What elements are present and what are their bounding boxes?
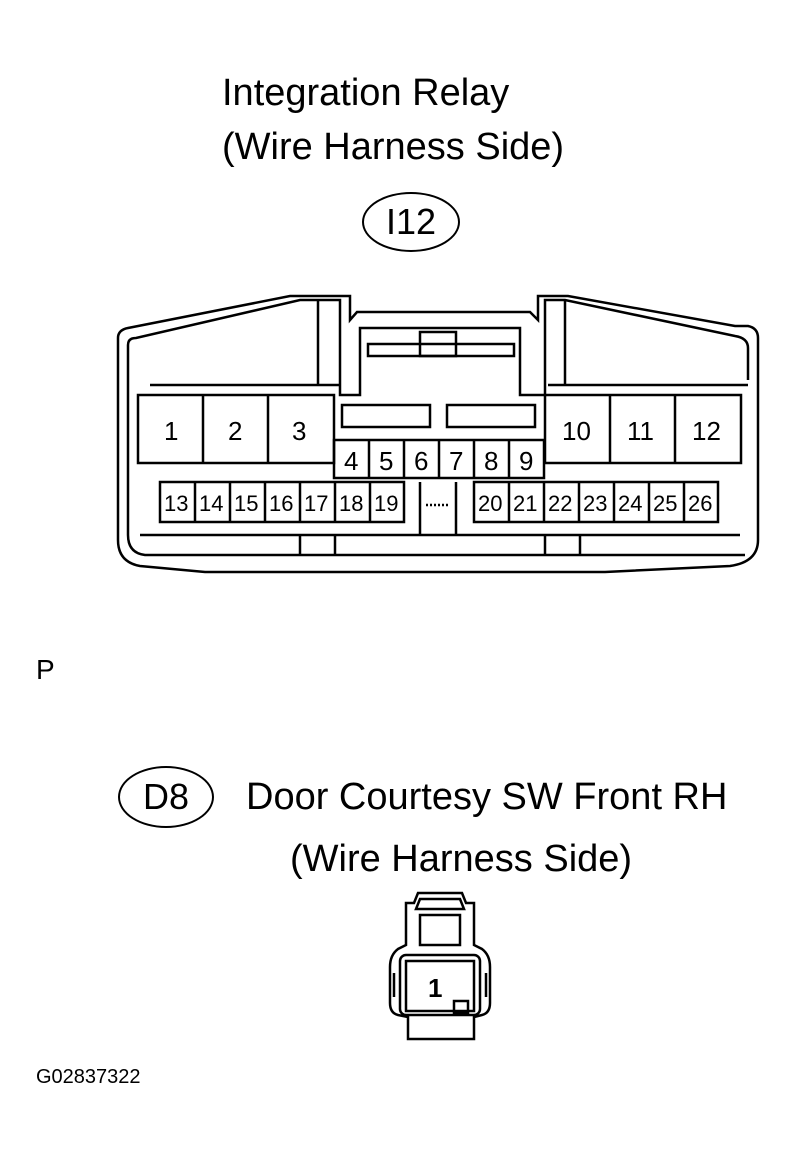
pin-23: 23 <box>583 491 608 516</box>
i12-connector <box>116 294 760 574</box>
pin-13: 13 <box>164 491 189 516</box>
pin-18: 18 <box>339 491 364 516</box>
pin-26: 26 <box>688 491 713 516</box>
pin-6: 6 <box>414 446 429 476</box>
pin-8: 8 <box>484 446 499 476</box>
pin-9: 9 <box>519 446 534 476</box>
i12-code: I12 <box>385 201 437 242</box>
pin-22: 22 <box>548 491 573 516</box>
d8-code: D8 <box>142 776 190 817</box>
pin-20: 20 <box>478 491 503 516</box>
pin-11: 11 <box>627 416 654 446</box>
pin-7: 7 <box>449 446 464 476</box>
pin-15: 15 <box>234 491 259 516</box>
d8-title-line2: (Wire Harness Side) <box>290 838 633 880</box>
pin-25: 25 <box>653 491 678 516</box>
i12-title-line1: Integration Relay <box>222 72 510 114</box>
side-label: P <box>36 654 55 685</box>
pin-3: 3 <box>292 416 307 446</box>
pin-12: 12 <box>692 416 721 446</box>
i12-title-line2: (Wire Harness Side) <box>222 126 565 168</box>
pin-5: 5 <box>379 446 394 476</box>
pin-4: 4 <box>344 446 359 476</box>
d8-code-oval: D8 <box>118 766 214 828</box>
pin-2: 2 <box>228 416 243 446</box>
d8-connector <box>388 891 492 1041</box>
pin-1: 1 <box>164 416 179 446</box>
pin-21: 21 <box>513 491 538 516</box>
pin-14: 14 <box>199 491 224 516</box>
pin-19: 19 <box>374 491 399 516</box>
figure-id: G02837322 <box>36 1066 141 1088</box>
pin-17: 17 <box>304 491 329 516</box>
pin-10: 10 <box>562 416 591 446</box>
pin-24: 24 <box>618 491 643 516</box>
d8-title-line1: Door Courtesy SW Front RH <box>246 776 728 818</box>
pin-16: 16 <box>269 491 294 516</box>
d8-pin-1: 1 <box>428 973 443 1003</box>
i12-code-oval: I12 <box>362 192 460 252</box>
